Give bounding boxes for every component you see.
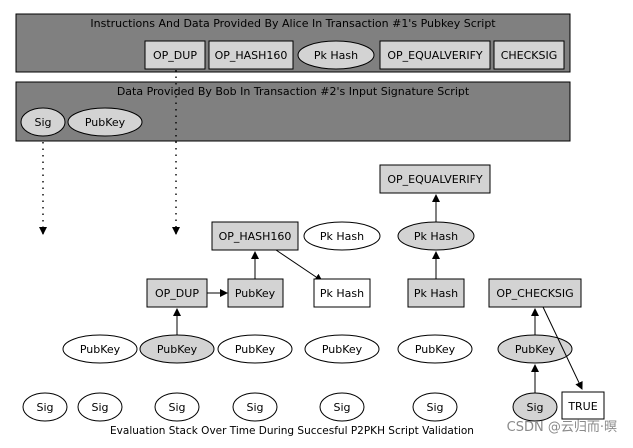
stack4-op-hash160-box [211, 221, 299, 251]
stack3-op-dup-box [146, 278, 208, 308]
alice-pk-hash-label: Pk Hash [314, 49, 358, 62]
stack2-sig [77, 392, 123, 422]
stack4-sig-label: Sig [246, 401, 263, 414]
alice-panel-title: Instructions And Data Provided By Alice … [90, 17, 496, 30]
stack2-pubkey [62, 334, 138, 364]
stack5-pubkey-label: PubKey [322, 343, 363, 356]
stack6-pubkey [397, 334, 473, 364]
alice-op-hash160-box [208, 40, 294, 70]
stack3-op-dup-label: OP_DUP [155, 287, 199, 300]
stack5-pk-hash-ellipse [303, 221, 381, 251]
alice-op-hash160-label: OP_HASH160 [215, 49, 288, 62]
stack3-pubkey-label: PubKey [157, 343, 198, 356]
stack6-sig [412, 392, 458, 422]
stack6-op-equalverify-box [379, 164, 491, 194]
stack1-sig [22, 392, 68, 422]
stack4-op-hash160-label: OP_HASH160 [219, 230, 292, 243]
stack4-pubkey [217, 334, 293, 364]
stack-step-7: Sig PubKey OP_CHECKSIG TRUE [488, 278, 605, 422]
stack-step-2: Sig PubKey [62, 334, 138, 422]
stack6-pubkey-label: PubKey [415, 343, 456, 356]
stack4-pubkey-box-label: PubKey [235, 287, 276, 300]
bob-panel-title: Data Provided By Bob In Transaction #2's… [117, 85, 470, 98]
bob-sig-ellipse [20, 107, 66, 137]
stack-step-6: Sig PubKey Pk Hash Pk Hash OP_EQUALVERIF… [379, 164, 491, 422]
stack3-sig-label: Sig [168, 401, 185, 414]
alice-op-equalverify-label: OP_EQUALVERIFY [387, 49, 483, 62]
stack2-pubkey-label: PubKey [80, 343, 121, 356]
bob-signature-script-panel: Data Provided By Bob In Transaction #2's… [15, 81, 571, 142]
stack6-sig-label: Sig [426, 401, 443, 414]
stack4-pubkey-box [227, 278, 284, 308]
stack5-pk-hash-box-label: Pk Hash [320, 287, 364, 300]
stack4-pubkey-label: PubKey [235, 343, 276, 356]
stack5-pk-hash-ellipse-label: Pk Hash [320, 230, 364, 243]
stack6-op-equalverify-label: OP_EQUALVERIFY [387, 173, 483, 186]
stack7-sig-label: Sig [526, 401, 543, 414]
alice-checksig-box [493, 40, 565, 70]
stack6-pk-hash-ellipse-label: Pk Hash [414, 230, 458, 243]
alice-pk-hash-ellipse [297, 40, 375, 70]
stack-step-3: Sig PubKey OP_DUP [139, 278, 228, 422]
stack-step-5: Sig PubKey Pk Hash Pk Hash [303, 221, 381, 422]
stack6-pk-hash-box-label: Pk Hash [414, 287, 458, 300]
stack-step-4: Sig PubKey PubKey OP_HASH160 [211, 221, 323, 422]
stack7-pubkey-label: PubKey [515, 343, 556, 356]
bob-pubkey-label: PubKey [85, 116, 126, 129]
stack7-checksig-output-arrow [542, 306, 583, 390]
stack5-sig-label: Sig [333, 401, 350, 414]
stack2-sig-label: Sig [91, 401, 108, 414]
alice-op-dup-label: OP_DUP [153, 49, 197, 62]
alice-checksig-label: CHECKSIG [501, 49, 558, 62]
stack5-sig [319, 392, 365, 422]
stack7-true-box [561, 391, 605, 420]
stack3-sig [154, 392, 200, 422]
bob-pubkey-ellipse [67, 107, 143, 137]
bob-sig-label: Sig [34, 116, 51, 129]
stack4-sig [232, 392, 278, 422]
alice-pubkey-script-panel: Instructions And Data Provided By Alice … [15, 13, 571, 73]
alice-op-dup-box [144, 40, 206, 70]
stack4-hash-output-arrow [275, 249, 323, 282]
stack5-pk-hash-box [313, 278, 371, 308]
diagram-caption: Evaluation Stack Over Time During Succes… [110, 425, 474, 437]
stack7-op-checksig-label: OP_CHECKSIG [496, 287, 573, 300]
stack5-pubkey [304, 334, 380, 364]
alice-op-equalverify-box [379, 40, 491, 70]
watermark: CSDN @云归而·暝 [507, 420, 617, 435]
push-arrows [39, 70, 180, 235]
stack7-op-checksig-box [488, 278, 582, 308]
stack7-true-label: TRUE [567, 400, 597, 413]
stack1-sig-label: Sig [36, 401, 53, 414]
stack-step-1: Sig [22, 392, 68, 422]
